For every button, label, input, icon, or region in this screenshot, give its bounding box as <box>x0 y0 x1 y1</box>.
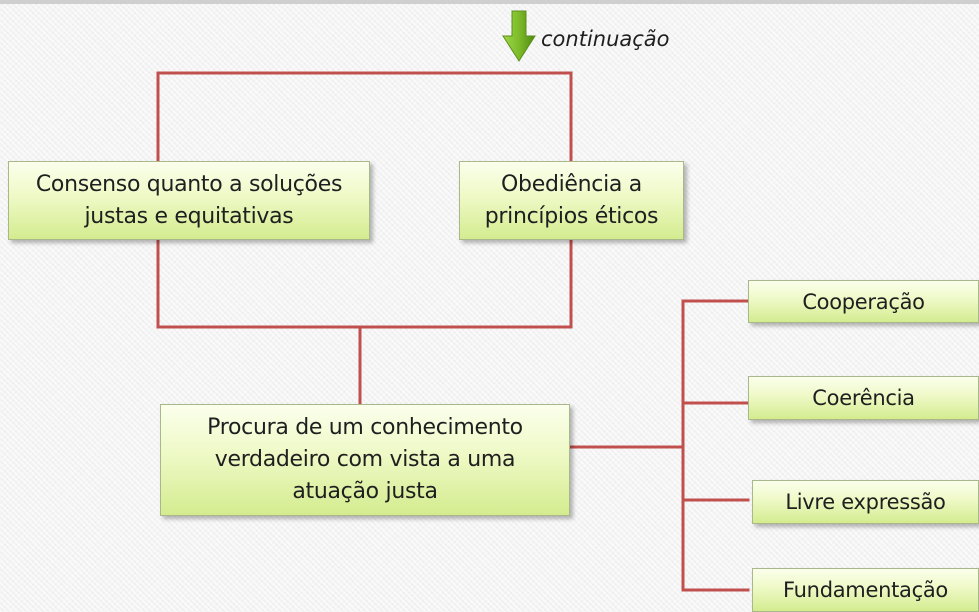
node-cooperacao: Cooperação <box>748 280 979 323</box>
node-fundamentacao-label: Fundamentação <box>783 578 948 602</box>
node-fundamentacao: Fundamentação <box>752 568 979 612</box>
node-obediencia: Obediência a princípios éticos <box>459 161 684 240</box>
top-border <box>0 0 979 4</box>
node-cooperacao-label: Cooperação <box>802 289 925 314</box>
node-consenso-line1: Consenso quanto a soluções <box>35 171 343 197</box>
node-obediencia-line2: princípios éticos <box>484 203 659 229</box>
node-coerencia: Coerência <box>748 376 979 420</box>
node-consenso-line2: justas e equitativas <box>84 203 294 229</box>
continuation-label: continuação <box>541 27 670 51</box>
node-obediencia-line1: Obediência a <box>501 171 642 197</box>
node-coerencia-label: Coerência <box>812 386 915 410</box>
node-procura-line1: Procura de um conhecimento <box>207 415 523 440</box>
node-consenso: Consenso quanto a soluções justas e equi… <box>8 161 370 240</box>
node-procura: Procura de um conhecimento verdadeiro co… <box>160 404 570 516</box>
node-procura-line2: verdadeiro com vista a uma <box>214 447 516 472</box>
node-livre-expressao: Livre expressão <box>752 480 979 524</box>
down-arrow-icon <box>502 10 536 62</box>
node-livre-expressao-label: Livre expressão <box>785 490 946 514</box>
connector-top-bracket <box>156 71 573 163</box>
node-procura-line3: atuação justa <box>292 479 438 504</box>
connector-bottom-bracket <box>156 238 573 329</box>
